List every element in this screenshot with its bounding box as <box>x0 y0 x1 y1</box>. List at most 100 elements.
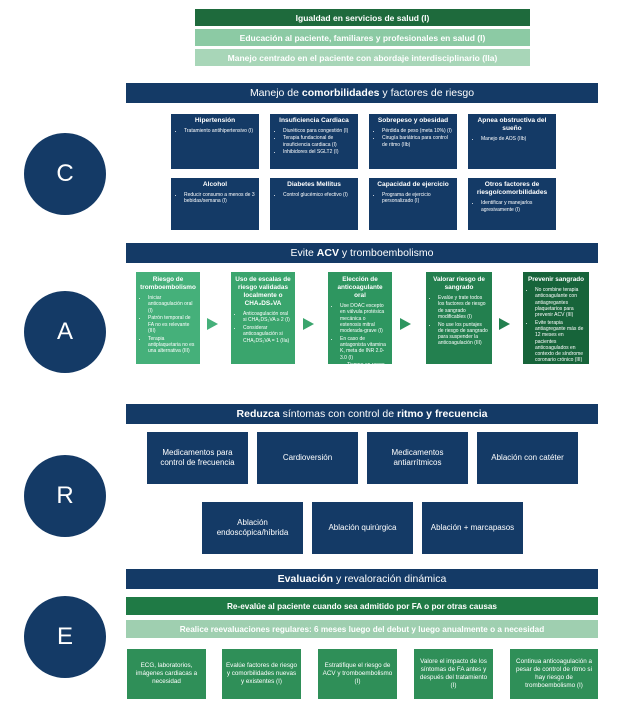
e-header-bold: Evaluación <box>277 573 334 585</box>
r-box-label: Medicamentos antiarrítmicos <box>391 447 444 467</box>
banner-equity-text: Igualdad en servicios de salud (I) <box>295 12 430 23</box>
a-box-prevent-bleeding: Prevenir sangrado No combine terapia ant… <box>523 272 589 364</box>
letter-r: R <box>56 482 74 509</box>
a-box-item: Terapia antiplaquetaria no es una altern… <box>148 336 196 355</box>
a-box-title: Prevenir sangrado <box>527 276 585 283</box>
letter-a-circle: A <box>24 291 106 373</box>
e-box-continue-anticoag: Continua anticoagulación a pesar de cont… <box>510 649 598 699</box>
e-box-label: Continua anticoagulación a pesar de cont… <box>516 657 592 690</box>
section-a-header: Evite ACV y tromboembolismo <box>126 243 598 263</box>
e-header-post: y revaloración dinámica <box>333 573 447 585</box>
a-box-item: Use DOAC excepto en válvula protésica me… <box>340 303 388 334</box>
c-box-hypertension: Hipertensión Tratamiento antihipertensiv… <box>171 114 259 169</box>
c-box-title: Apnea obstructiva del sueño <box>477 117 547 133</box>
a-box-subitem: Tiempo en rango terapéutico ≥ 70% (IIa) <box>347 362 388 381</box>
c-box-item: Manejo de AOS (IIb) <box>481 136 552 142</box>
c-box-item: Diuréticos para congestión (I) <box>283 128 354 134</box>
e-bar-regular-text: Realice reevaluaciones regulares: 6 mese… <box>179 624 545 634</box>
arrow-right-icon <box>207 318 218 330</box>
c-header-bold: comorbilidades <box>301 87 380 99</box>
c-box-sleep-apnea: Apnea obstructiva del sueño Manejo de AO… <box>468 114 556 169</box>
r-box-label: Ablación + marcapasos <box>430 522 515 532</box>
letter-e-circle: E <box>24 596 106 678</box>
r-box-label: Ablación quirúrgica <box>328 522 397 532</box>
e-bar-reevaluate-text: Re-evalúe al paciente cuando sea admitid… <box>227 601 497 611</box>
r-box-endoscopic-ablation: Ablación endoscópica/híbrida <box>202 502 303 554</box>
a-box-item: No use los puntajes de riesgo de sangrad… <box>438 322 488 347</box>
a-box-item: No combine terapia anticoagulante con an… <box>535 287 585 318</box>
a-box-item: Considerar anticoagulación si CHA₂DS₂VA … <box>243 325 291 344</box>
e-box-risk-factors: Evalúe factores de riesgo y comorbilidad… <box>222 649 301 699</box>
c-header-post: y factores de riesgo <box>379 87 475 99</box>
letter-c-circle: C <box>24 133 106 215</box>
c-box-title: Otros factores de riesgo/comorbilidades <box>476 181 548 197</box>
r-header-bold2: ritmo y frecuencia <box>397 408 488 420</box>
r-box-antiarrhythmics: Medicamentos antiarrítmicos <box>367 432 468 484</box>
section-e-header: Evaluación y revaloración dinámica <box>126 569 598 589</box>
c-box-heart-failure: Insuficiencia Cardiaca Diuréticos para c… <box>270 114 358 169</box>
a-header-post: y tromboembolismo <box>338 247 434 259</box>
a-box-item: Evalúe y trate todos los factores de rie… <box>438 295 488 320</box>
r-box-catheter-ablation: Ablación con catéter <box>477 432 578 484</box>
letter-r-circle: R <box>24 455 106 537</box>
arrow-right-icon <box>303 318 314 330</box>
r-box-label: Ablación endoscópica/híbrida <box>216 517 289 537</box>
e-box-ecg: ECG, laboratorios, imágenes cardiacas a … <box>127 649 206 699</box>
r-box-rate-control: Medicamentos para control de frecuencia <box>147 432 248 484</box>
r-header-mid: síntomas con control de <box>279 408 398 420</box>
a-box-bleeding-risk: Valorar riesgo de sangrado Evalúe y trat… <box>426 272 492 364</box>
c-box-item: Pérdida de peso (meta 10%) (I) <box>382 128 453 134</box>
c-box-alcohol: Alcohol Reducir consumo a menos de 3 beb… <box>171 178 259 230</box>
arrow-right-icon <box>400 318 411 330</box>
c-box-title: Capacidad de ejercicio <box>377 181 449 188</box>
c-box-title: Insuficiencia Cardiaca <box>279 117 349 124</box>
a-header-bold: ACV <box>316 247 339 259</box>
r-header-bold1: Reduzca <box>236 408 280 420</box>
banner-education-text: Educación al paciente, familiares y prof… <box>239 32 486 43</box>
banner-education: Educación al paciente, familiares y prof… <box>195 29 530 46</box>
c-box-title: Sobrepeso y obesidad <box>377 117 449 124</box>
r-box-surgical-ablation: Ablación quirúrgica <box>312 502 413 554</box>
r-box-label: Medicamentos para control de frecuencia <box>160 447 235 467</box>
c-box-item: Reducir consumo a menos de 3 bebidas/sem… <box>184 192 255 205</box>
letter-c: C <box>56 160 74 187</box>
e-box-stroke-risk: Estratifique el riesgo de ACV y tromboem… <box>318 649 397 699</box>
e-box-label: Estratifique el riesgo de ACV y tromboem… <box>322 661 393 686</box>
c-header-pre: Manejo de <box>249 87 302 99</box>
a-box-title: Riesgo de tromboembolismo <box>140 276 196 291</box>
e-box-label: Evalúe factores de riesgo y comorbilidad… <box>225 661 298 686</box>
c-box-obesity: Sobrepeso y obesidad Pérdida de peso (me… <box>369 114 457 169</box>
banner-equity: Igualdad en servicios de salud (I) <box>195 9 530 26</box>
c-box-item: Programa de ejercicio personalizado (I) <box>382 192 453 205</box>
banner-patient-centered: Manejo centrado en el paciente con abord… <box>195 49 530 66</box>
c-box-item: Cirugía bariátrica para control de ritmo… <box>382 135 453 148</box>
c-box-exercise: Capacidad de ejercicio Programa de ejerc… <box>369 178 457 230</box>
letter-e: E <box>56 623 73 650</box>
e-bar-reevaluate: Re-evalúe al paciente cuando sea admitid… <box>126 597 598 615</box>
a-box-thromboembolism-risk: Riesgo de tromboembolismo Iniciar antico… <box>136 272 200 364</box>
a-box-title: Valorar riesgo de sangrado <box>433 276 485 291</box>
section-c-header: Manejo de comorbilidades y factores de r… <box>126 83 598 103</box>
c-box-other-risk: Otros factores de riesgo/comorbilidades … <box>468 178 556 230</box>
a-box-anticoagulant-choice: Elección de anticoagulante oral Use DOAC… <box>328 272 392 381</box>
r-box-label: Cardioversión <box>282 452 333 462</box>
a-box-item: Iniciar anticoagulación oral (I) <box>148 295 196 314</box>
a-box-title: Elección de anticoagulante oral <box>337 276 383 299</box>
a-box-item: Patrón temporal de FA no es relevante (I… <box>148 315 196 334</box>
section-r-header: Reduzca síntomas con control de ritmo y … <box>126 404 598 424</box>
e-box-label: ECG, laboratorios, imágenes cardiacas a … <box>135 661 198 686</box>
r-box-ablation-pacemaker: Ablación + marcapasos <box>422 502 523 554</box>
a-box-item: Evite terapia antiagregante más de 12 me… <box>535 320 585 364</box>
arrow-right-icon <box>499 318 510 330</box>
r-box-cardioversion: Cardioversión <box>257 432 358 484</box>
a-header-pre: Evite <box>290 247 317 259</box>
a-box-item: En caso de antagonista vitamina K, meta … <box>340 336 388 361</box>
c-box-title: Alcohol <box>202 181 228 188</box>
c-box-item: Identificar y manejarlos agresivamente (… <box>481 200 552 213</box>
a-box-title: Uso de escalas de riesgo validadas local… <box>235 276 291 307</box>
a-box-risk-scales: Uso de escalas de riesgo validadas local… <box>231 272 295 364</box>
c-box-item: Tratamiento antihipertensivo (I) <box>184 128 255 134</box>
c-box-title: Hipertensión <box>194 117 236 124</box>
c-box-title: Diabetes Mellitus <box>287 181 341 188</box>
e-box-symptoms: Valore el impacto de los síntomas de FA … <box>414 649 493 699</box>
